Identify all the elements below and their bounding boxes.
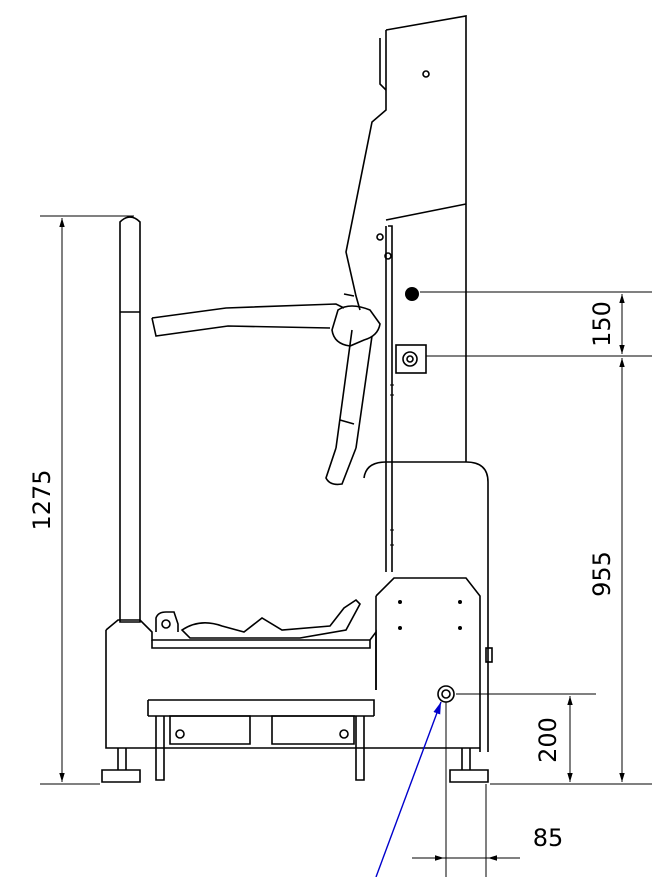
vertical-pole: [119, 216, 141, 623]
dim-total-height: 1275: [28, 469, 56, 530]
sub-frame: [147, 699, 375, 781]
tower-column: [345, 15, 467, 572]
dim-width-offset: 85: [533, 824, 564, 852]
dim-low-height: 200: [534, 717, 562, 763]
nut-detail: [437, 685, 455, 703]
handle-arm: [151, 293, 381, 486]
machine-side-view: [101, 15, 493, 783]
leveling-feet: [101, 748, 489, 783]
dimension-lines: [40, 215, 652, 877]
rear-cabinet: [363, 461, 493, 752]
dim-upper-offset: 150: [588, 301, 616, 347]
dim-mid-height: 955: [588, 551, 616, 597]
base-tray: [105, 598, 480, 749]
dimension-labels: 1275 150 955 200 85: [28, 301, 616, 852]
blue-leader-arrow: [375, 701, 442, 877]
